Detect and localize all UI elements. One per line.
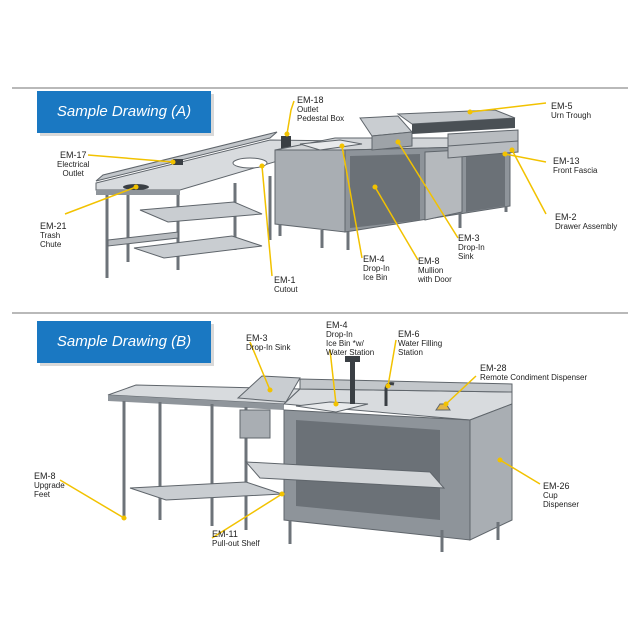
leader-em5 — [469, 102, 547, 113]
drawing-a — [64, 100, 547, 278]
callout-em5: EM-5 Urn Trough — [551, 101, 592, 121]
water-faucet — [384, 382, 395, 406]
leader-em21 — [64, 186, 137, 215]
callout-em4a: EM-4 Drop-In Ice Bin — [363, 254, 390, 283]
leader-em8b — [59, 479, 125, 519]
leader-em4b — [329, 349, 337, 405]
cutout-hole — [232, 157, 268, 169]
leader-em17 — [87, 154, 174, 163]
callout-em1: EM-1 Cutout — [274, 275, 298, 295]
callout-em3a: EM-3 Drop-In Sink — [458, 233, 485, 262]
leader-em6 — [387, 339, 397, 387]
backsplash-a — [95, 131, 278, 182]
middle-divider — [12, 312, 628, 314]
cabinet-door — [424, 149, 463, 221]
cabinet-a-open-2 — [466, 148, 505, 212]
callout-em13: EM-13 Front Fascia — [553, 156, 598, 176]
callout-em11: EM-11 Pull-out Shelf — [212, 529, 260, 549]
undershelf-b — [129, 481, 283, 501]
cabinet-b-front — [283, 409, 471, 541]
undershelf-a1 — [139, 201, 263, 223]
callout-em26: EM-26 Cup Dispenser — [543, 481, 580, 510]
table-b-edge — [108, 395, 284, 410]
top-divider — [12, 87, 628, 89]
water-station-post — [350, 360, 355, 404]
sink-housing-a-front — [371, 131, 413, 151]
ice-bin-b — [295, 401, 369, 413]
callout-em28: EM-28 Remote Condiment Dispenser — [480, 363, 588, 383]
callout-em4b: EM-4 Drop-In Ice Bin *w/ Water Station — [326, 320, 375, 358]
callout-em18: EM-18 Outlet Pedestal Box — [297, 95, 345, 124]
leader-em3a — [397, 141, 459, 239]
cabinet-b-side — [469, 403, 513, 541]
cabinet-b-top — [282, 388, 513, 421]
callout-em3b: EM-3 Drop-In Sink — [246, 333, 291, 353]
leader-em18 — [286, 100, 295, 135]
callout-em8b: EM-8 Upgrade Feet — [34, 471, 65, 500]
leader-em8a — [374, 186, 419, 261]
panel-a-title: Sample Drawing (A) — [37, 91, 211, 133]
callout-em17: EM-17 Electrical Outlet — [57, 150, 90, 179]
callout-em6: EM-6 Water Filling Station — [398, 329, 443, 358]
leader-em26 — [499, 459, 541, 485]
sink-bowl-b — [239, 409, 271, 439]
table-b-top — [107, 384, 302, 405]
undershelf-a3 — [107, 231, 179, 247]
cup-dispenser — [435, 403, 451, 411]
cabinet-a-open — [350, 154, 420, 228]
pullout-shelf — [244, 461, 446, 489]
urn-trough — [412, 118, 515, 134]
callout-em2: EM-2 Drawer Assembly — [555, 212, 618, 232]
leader-em2 — [511, 149, 547, 215]
leader-em4a — [341, 145, 363, 259]
callout-em8a: EM-8 Mullion with Door — [418, 256, 452, 285]
panel-b-title: Sample Drawing (B) — [37, 321, 211, 363]
pedestal-box — [281, 136, 291, 152]
callout-em21: EM-21 Trash Chute — [40, 221, 67, 250]
cabinet-b-open — [296, 420, 440, 520]
undershelf-a2 — [133, 235, 263, 259]
cabinet-a-front — [274, 149, 346, 233]
ice-bin-a — [299, 139, 363, 151]
leader-em1 — [261, 165, 273, 277]
sink-housing-b — [236, 375, 301, 403]
counter-edge-a — [96, 190, 180, 195]
leader-em13 — [504, 153, 547, 163]
electrical-outlet — [173, 159, 183, 165]
leader-em28 — [445, 375, 477, 405]
